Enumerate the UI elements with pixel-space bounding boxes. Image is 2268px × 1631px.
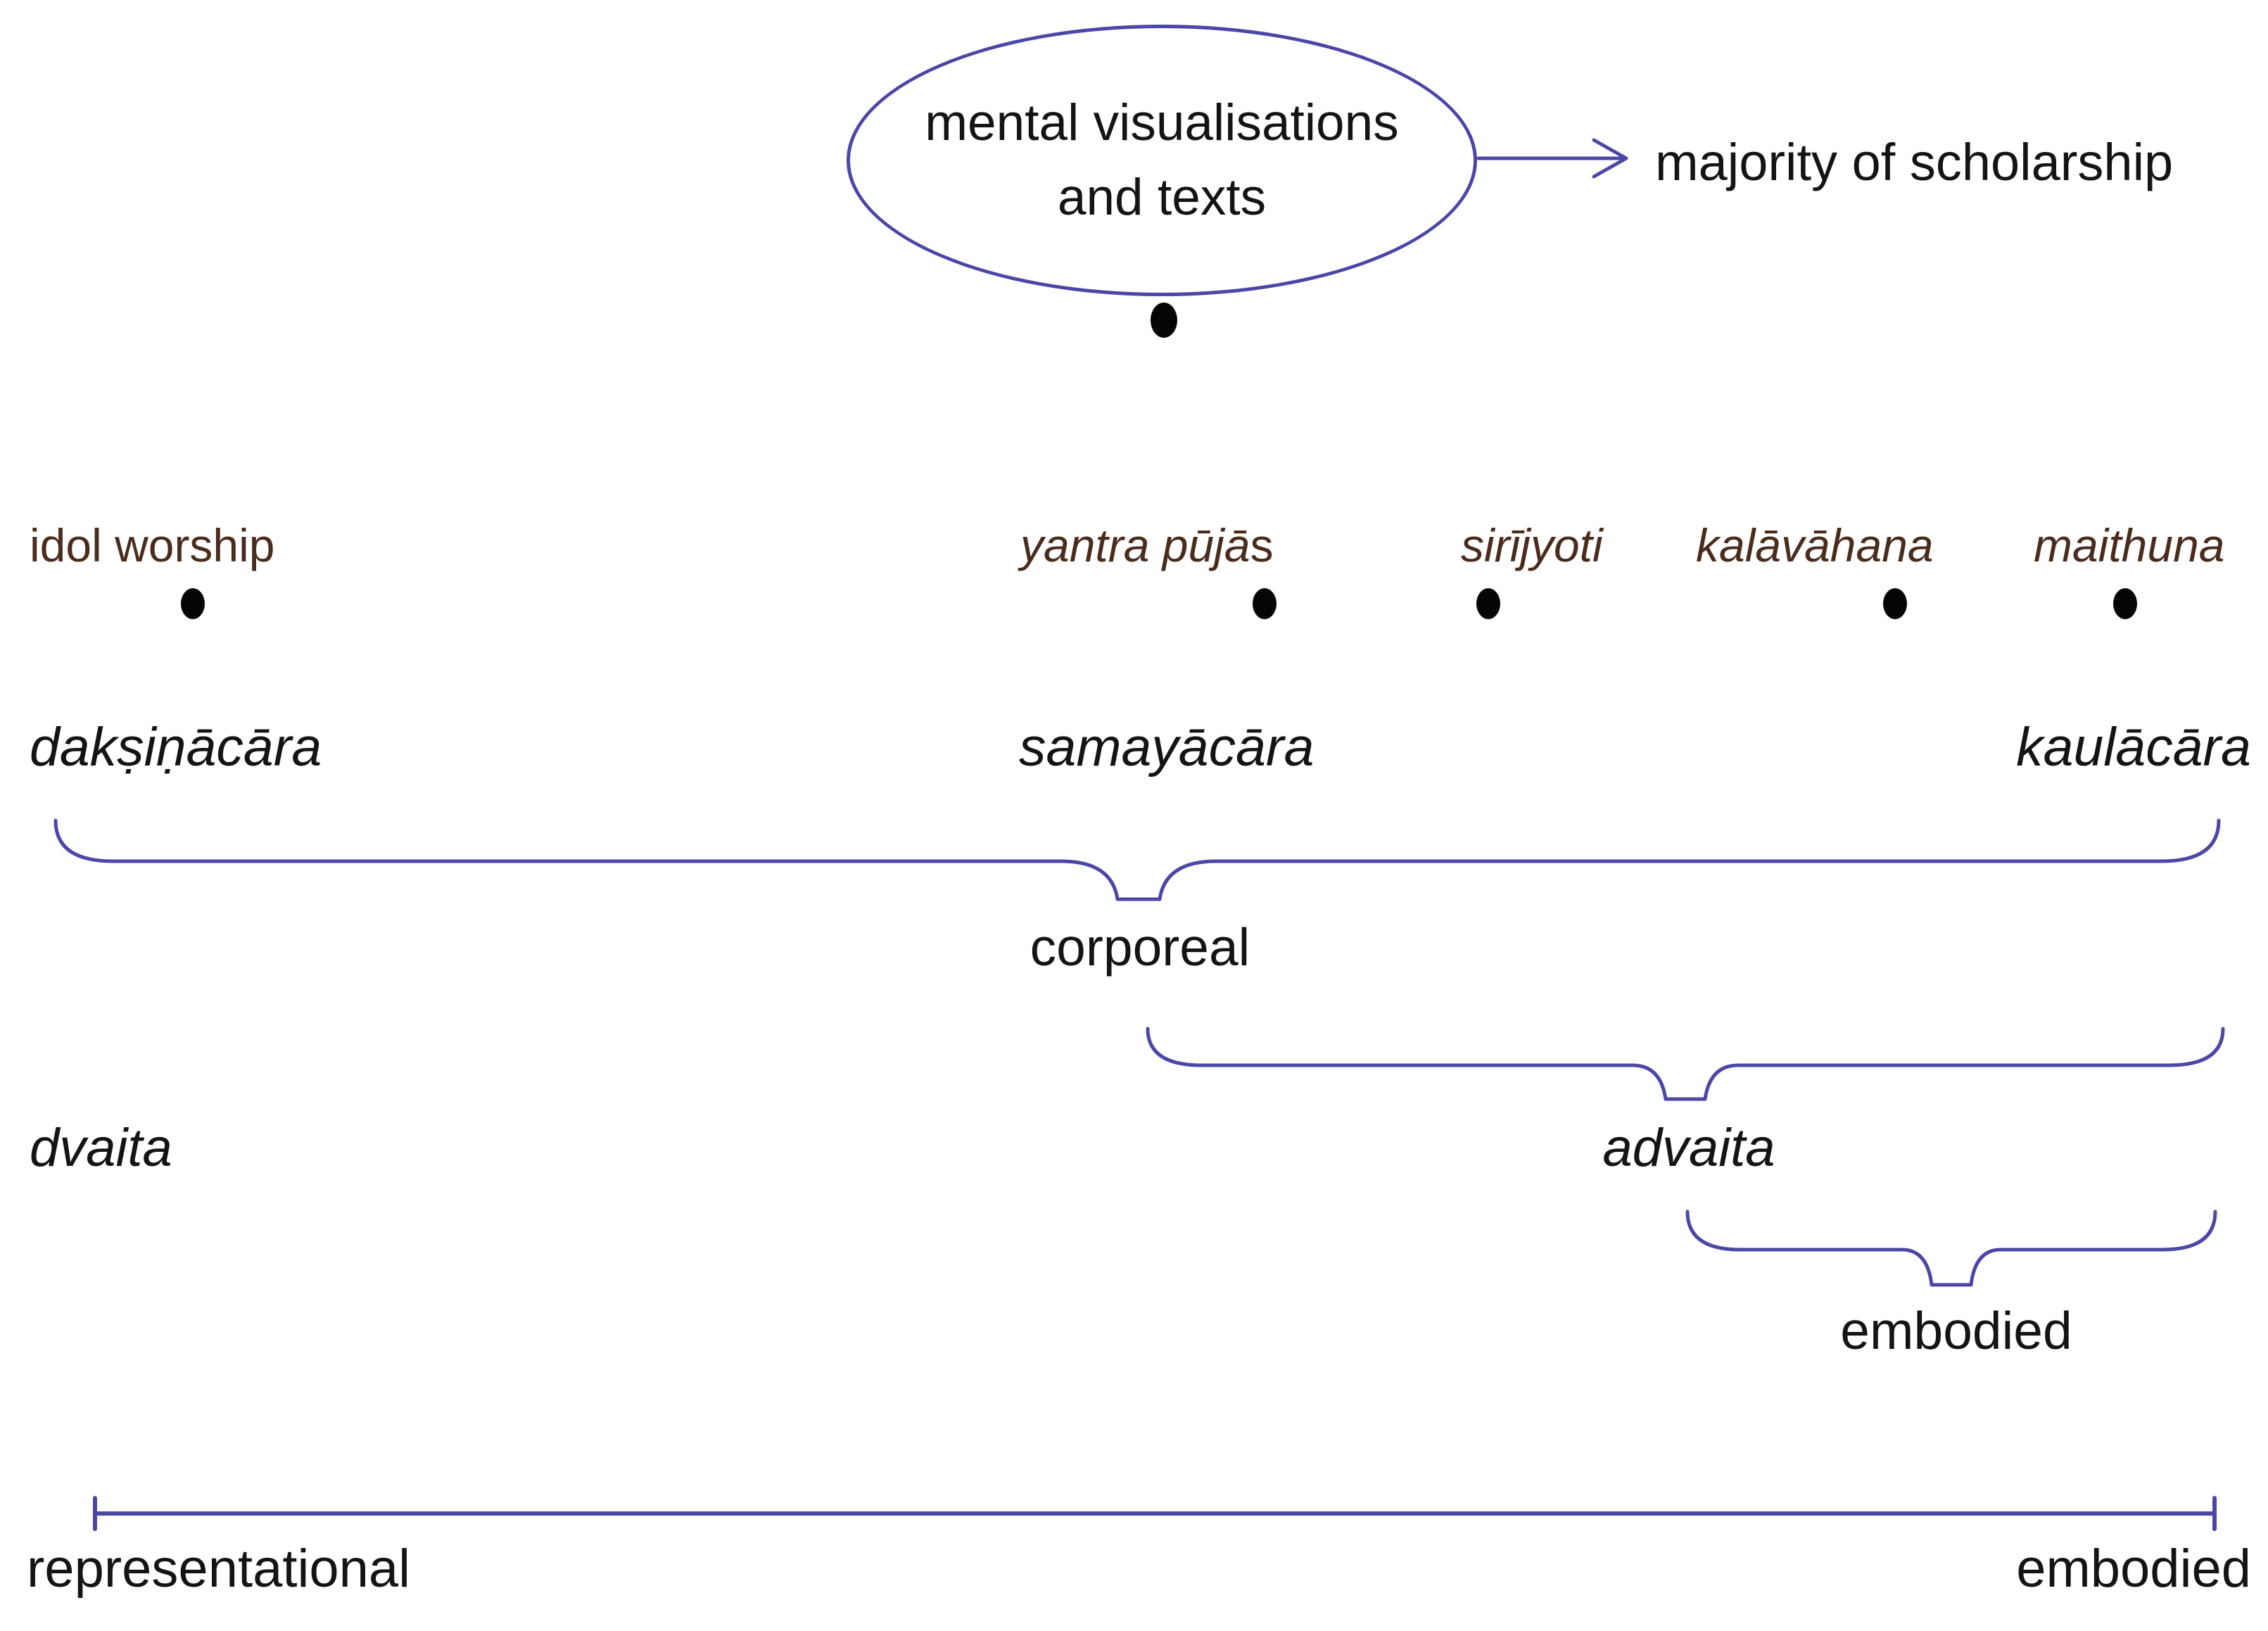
practice-dot (1476, 588, 1500, 619)
spectrum-axis-line (93, 1496, 2217, 1531)
corporeal-brace (53, 818, 2221, 901)
corporeal-label: corporeal (1030, 918, 1250, 977)
mental-visualisations-ellipse: mental visualisations and texts (847, 25, 1477, 296)
practice-label-sirijyoti: sirījyoti (1461, 519, 1603, 571)
practice-dot (2113, 588, 2137, 619)
practice-dot (1253, 588, 1276, 619)
practice-label-kalavahana: kalāvāhana (1696, 519, 1934, 571)
representational-label: representational (27, 1539, 411, 1599)
embodied-bottom-label: embodied (2016, 1539, 2251, 1599)
practice-dot (1883, 588, 1907, 619)
acara-label-kaulacara: kaulācāra (2016, 717, 2251, 778)
practice-label-yantra-pujas: yantra pūjās (1020, 519, 1274, 571)
dvaita-label: dvaita (30, 1118, 172, 1178)
advaita-label: advaita (1602, 1118, 1775, 1178)
acara-label-samayacara: samayācāra (1019, 717, 1314, 778)
arrow-icon (1476, 138, 1628, 179)
acara-label-daksinacara: dakṣiṇācāra (30, 717, 322, 778)
ellipse-label: mental visualisations and texts (925, 86, 1399, 235)
connector-dot (1151, 303, 1177, 338)
embodied-brace (1685, 1210, 2217, 1287)
practice-label-idol-worship: idol worship (30, 519, 275, 571)
ellipse-label-line1: mental visualisations (925, 94, 1399, 152)
majority-of-scholarship-label: majority of scholarship (1655, 133, 2174, 191)
practice-dot (181, 588, 205, 619)
ellipse-label-line2: and texts (1057, 169, 1267, 226)
practice-label-maithuna: maithuna (2034, 519, 2225, 571)
advaita-brace (1146, 1027, 2225, 1101)
embodied-mid-label: embodied (1840, 1301, 2072, 1360)
